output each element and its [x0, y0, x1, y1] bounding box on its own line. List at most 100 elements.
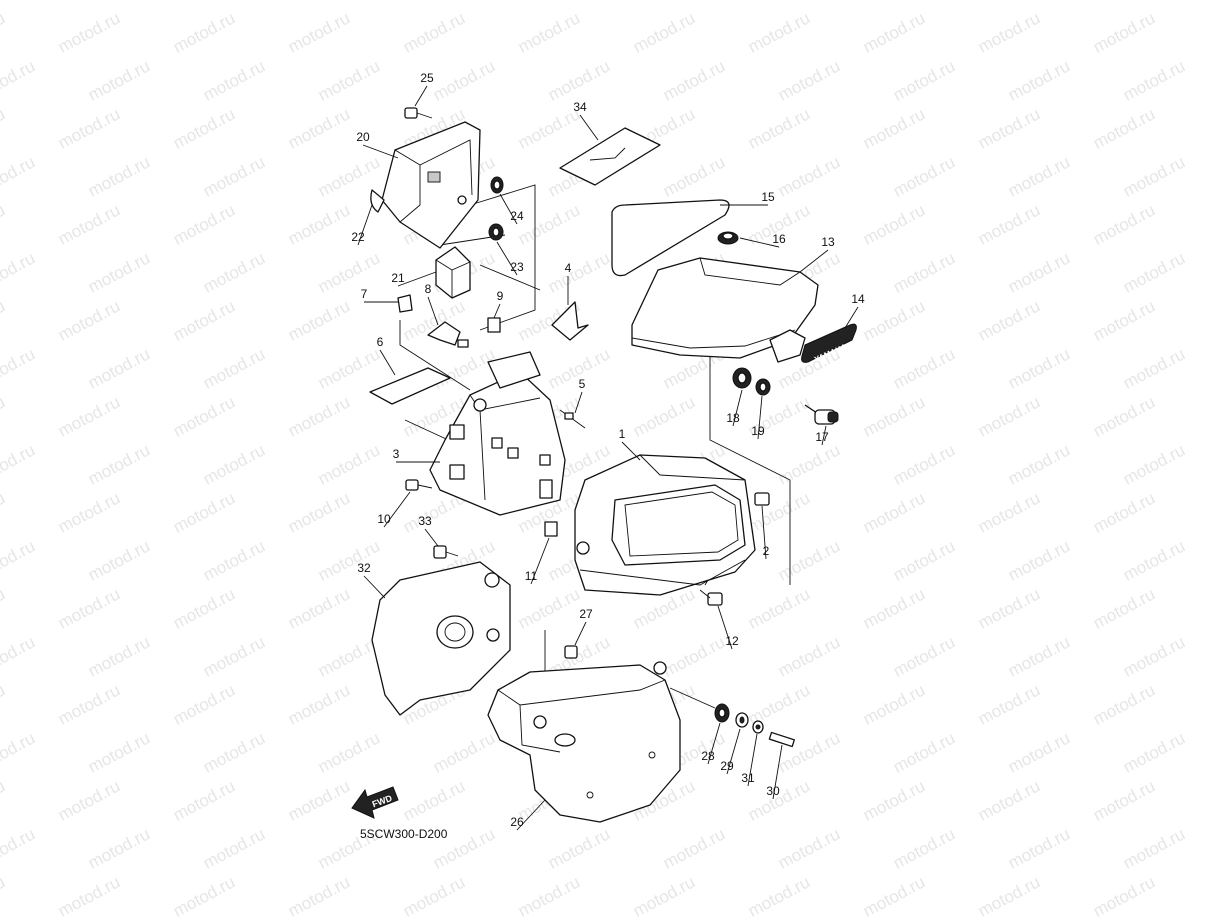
- part-9-clip: [487, 317, 501, 333]
- callout-leader-1: [621, 441, 641, 461]
- callout-leader-11: [530, 537, 550, 585]
- fwd-arrow-icon: FWD: [351, 786, 399, 819]
- callout-label-19: 19: [751, 424, 765, 438]
- part-12-bolt: [699, 589, 723, 606]
- part-20-rear-cover: [370, 121, 481, 249]
- callout-label-31: 31: [741, 771, 755, 785]
- part-6-pad: [369, 367, 451, 405]
- callout-leaders: [357, 85, 859, 831]
- callout-label-22: 22: [351, 230, 365, 244]
- callout-leader-22: [357, 204, 373, 246]
- callout-leader-5: [574, 391, 583, 414]
- callout-leader-2: [761, 505, 767, 560]
- part-31-washer: [752, 720, 764, 734]
- part-27-bolt: [564, 645, 578, 659]
- callout-label-25: 25: [420, 71, 434, 85]
- callout-label-15: 15: [761, 190, 775, 204]
- callout-label-9: 9: [497, 289, 504, 303]
- part-16-grommet: [717, 231, 739, 245]
- part-24-grommet: [490, 176, 504, 194]
- callout-leader-26: [516, 799, 546, 831]
- part-30-bolt: [768, 731, 795, 748]
- part-14-emblem: YAMAHA: [801, 323, 857, 364]
- callout-label-5: 5: [579, 377, 586, 391]
- callout-leader-6: [379, 349, 396, 376]
- callout-label-29: 29: [720, 759, 734, 773]
- callout-label-8: 8: [425, 282, 432, 296]
- assembly-guide-lines: [399, 184, 791, 700]
- callout-label-13: 13: [821, 235, 835, 249]
- callout-leader-23: [496, 241, 518, 276]
- callout-leader-25: [414, 85, 428, 107]
- callout-label-17: 17: [815, 430, 829, 444]
- part-34-pad: [559, 127, 661, 186]
- callout-label-11: 11: [525, 569, 538, 583]
- callout-leader-16: [739, 237, 780, 248]
- callout-label-2: 2: [763, 544, 770, 558]
- callout-label-18: 18: [726, 411, 740, 425]
- part-3-battery-box: [429, 351, 566, 516]
- callout-label-7: 7: [361, 287, 368, 301]
- callout-label-24: 24: [510, 209, 524, 223]
- part-17-knob-screw: [804, 404, 839, 425]
- part-8-clamp: [427, 321, 469, 348]
- callout-label-32: 32: [357, 561, 371, 575]
- callout-leader-28: [707, 722, 721, 765]
- part-32-sprocket-cover: [371, 561, 511, 716]
- callout-label-23: 23: [510, 260, 524, 274]
- callout-label-4: 4: [565, 261, 572, 275]
- callout-label-20: 20: [356, 130, 370, 144]
- callout-leader-27: [574, 621, 587, 646]
- callout-leader-17: [821, 425, 827, 446]
- callout-label-28: 28: [701, 749, 715, 763]
- callout-label-14: 14: [851, 292, 865, 306]
- part-10-bolt: [405, 479, 433, 491]
- callout-label-10: 10: [377, 512, 391, 526]
- part-28-collar: [669, 687, 730, 723]
- diagram-code: 5SCW300-D200: [360, 827, 448, 841]
- callout-label-27: 27: [579, 607, 593, 621]
- callout-leader-29: [726, 728, 741, 775]
- callout-leader-13: [799, 249, 829, 273]
- part-13-side-cover: [631, 257, 819, 363]
- callout-leader-24: [499, 193, 518, 225]
- callout-label-33: 33: [418, 514, 432, 528]
- callout-leader-34: [579, 114, 599, 141]
- part-25-bolt: [404, 107, 433, 119]
- part-2-bolt: [754, 492, 770, 506]
- callout-leader-12: [717, 605, 733, 650]
- callout-leader-33: [424, 528, 439, 547]
- callout-label-30: 30: [766, 784, 780, 798]
- callout-leader-8: [427, 296, 439, 326]
- callout-leader-21: [397, 271, 437, 287]
- part-4-bracket: [551, 301, 589, 341]
- part-19-collar: [755, 378, 771, 396]
- callout-leader-18: [732, 389, 743, 427]
- part-29-grommet: [735, 712, 749, 728]
- callout-leader-20: [362, 144, 399, 159]
- callout-leader-19: [757, 395, 763, 440]
- part-26-crankcase-cover: [487, 661, 681, 823]
- callout-label-1: 1: [619, 427, 626, 441]
- callout-label-16: 16: [772, 232, 786, 246]
- callout-leader-10: [383, 491, 411, 528]
- callout-leader-14: [844, 306, 859, 329]
- callout-leader-32: [363, 575, 386, 599]
- part-5-bolt: [559, 409, 586, 429]
- callout-label-21: 21: [391, 271, 405, 285]
- callout-label-12: 12: [725, 634, 739, 648]
- part-21-damper: [435, 246, 471, 299]
- callout-label-34: 34: [573, 100, 587, 114]
- part-23-grommet: [488, 223, 504, 241]
- part-11-nut: [544, 521, 558, 537]
- callout-leader-30: [772, 744, 783, 800]
- part-7-collar: [397, 294, 413, 313]
- part-1-air-cover: [574, 454, 756, 596]
- part-33-bolt: [433, 545, 459, 559]
- callout-leader-31: [747, 733, 758, 787]
- callout-label-6: 6: [377, 335, 384, 349]
- callout-label-3: 3: [393, 447, 400, 461]
- part-18-grommet: [732, 367, 752, 389]
